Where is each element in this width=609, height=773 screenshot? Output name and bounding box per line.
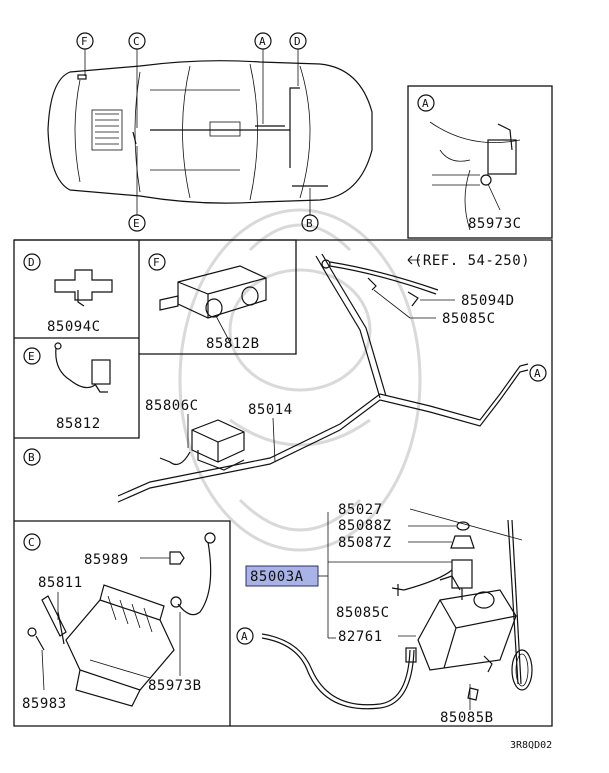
- svg-text:85094D: 85094D: [461, 293, 515, 309]
- svg-text:D: D: [294, 35, 301, 48]
- ref-area: (REF. 54-250) 85094D 85085C: [321, 253, 530, 327]
- detail-E: E 85812: [23, 342, 111, 432]
- svg-text:A: A: [259, 35, 266, 48]
- detail-B: B: [23, 448, 41, 466]
- callout-B-car: B: [301, 188, 319, 232]
- svg-text:85085C: 85085C: [442, 311, 496, 327]
- drawing-code: 3R8QD02: [510, 740, 552, 751]
- svg-text:85003A: 85003A: [250, 569, 304, 585]
- callout-A-car: A: [254, 32, 272, 124]
- svg-text:85806C: 85806C: [145, 398, 199, 414]
- svg-text:85812B: 85812B: [206, 336, 260, 352]
- svg-text:85812: 85812: [56, 416, 101, 432]
- svg-text:D: D: [28, 256, 35, 269]
- callout-A-bottom: A: [236, 627, 254, 645]
- svg-text:B: B: [306, 217, 313, 230]
- callout-E-car: E: [128, 146, 146, 232]
- main-frame: [13, 239, 553, 727]
- callout-F-car: F: [76, 32, 94, 76]
- callout-A-right: A: [529, 364, 547, 382]
- svg-text:C: C: [133, 35, 140, 48]
- svg-text:85094C: 85094C: [47, 319, 101, 335]
- amp-box: 85806C 85014: [145, 398, 293, 471]
- svg-text:85087Z: 85087Z: [338, 535, 392, 551]
- svg-text:85973B: 85973B: [148, 678, 202, 694]
- svg-text:F: F: [81, 35, 88, 48]
- svg-text:A: A: [534, 367, 541, 380]
- svg-text:B: B: [28, 451, 35, 464]
- car-top-view: [47, 60, 373, 204]
- svg-text:A: A: [422, 97, 429, 110]
- svg-text:A: A: [241, 630, 248, 643]
- svg-text:85811: 85811: [38, 575, 83, 591]
- callout-C-car: C: [128, 32, 146, 128]
- detail-C: C 85989 85811 85983 85973B: [22, 532, 216, 712]
- detail-A-box: A 85973C: [407, 85, 553, 239]
- svg-text:85088Z: 85088Z: [338, 518, 392, 534]
- detail-D: D 85094C: [23, 253, 113, 335]
- svg-text:85973C: 85973C: [468, 216, 522, 232]
- svg-text:85027: 85027: [338, 502, 383, 518]
- watermark-emblem: [178, 208, 422, 552]
- svg-text:E: E: [28, 350, 35, 363]
- svg-text:85014: 85014: [248, 402, 293, 418]
- svg-text:C: C: [28, 536, 35, 549]
- detail-F: F 85812B: [148, 253, 267, 352]
- svg-text:F: F: [153, 256, 160, 269]
- svg-text:85983: 85983: [22, 696, 67, 712]
- callout-D-car: D: [289, 32, 307, 86]
- svg-text:85085B: 85085B: [440, 710, 494, 726]
- svg-text:85085C: 85085C: [336, 605, 390, 621]
- antenna-assembly: 85027 85088Z 85087Z 85003A 85085C 82761: [245, 502, 533, 726]
- svg-text:82761: 82761: [338, 629, 383, 645]
- svg-text:85989: 85989: [84, 552, 129, 568]
- svg-text:E: E: [133, 217, 140, 230]
- svg-text:(REF. 54-250): (REF. 54-250): [414, 253, 530, 269]
